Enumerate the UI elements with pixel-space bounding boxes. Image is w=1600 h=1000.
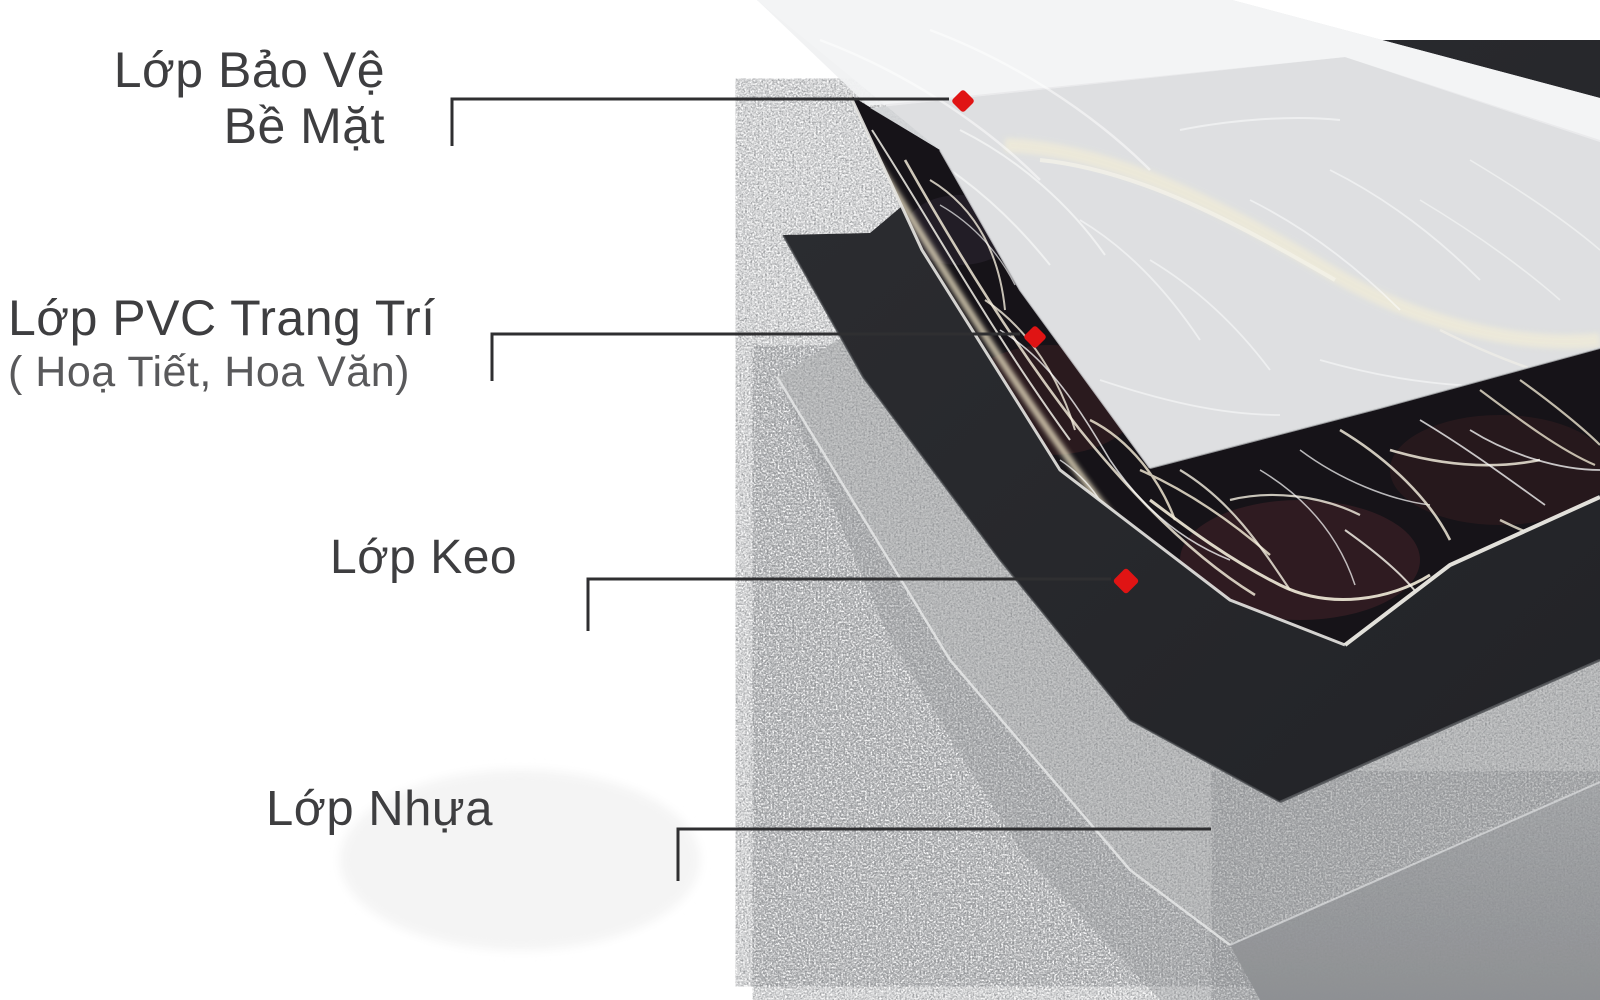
connectors [450, 97, 1211, 881]
glue-front-edge [1279, 658, 1600, 804]
connector-glue [586, 577, 1111, 631]
connector-plastic [676, 827, 1211, 881]
marker-diamond-pvc [1024, 326, 1046, 348]
marble-under-sheet [870, 57, 1600, 468]
connector-protective [450, 97, 949, 146]
marble-edge-texture [850, 110, 1600, 620]
marker-diamond-glue [1113, 568, 1139, 594]
protective-layer [757, 0, 1600, 469]
plastic-side-face [777, 377, 1260, 1000]
markers [952, 90, 1139, 594]
label-pvc-layer: Lớp PVC Trang Trí ( Hoạ Tiết, Hoa Văn) [8, 290, 478, 396]
label-protective-line1: Lớp Bảo Vệ [113, 42, 385, 98]
label-glue-line1: Lớp Keo [330, 531, 518, 584]
label-glue-layer: Lớp Keo [330, 531, 517, 585]
paper-smudge [340, 770, 700, 950]
marble-front-silver-edge [1343, 495, 1600, 647]
label-pvc-line2: ( Hoạ Tiết, Hoa Văn) [8, 348, 410, 396]
label-pvc-line1: Lớp PVC Trang Trí [8, 290, 436, 346]
protective-sheet-far-band [757, 0, 1600, 140]
connector-pvc [490, 332, 1020, 381]
label-plastic-line1: Lớp Nhựa [266, 782, 493, 836]
sheet-front-edge [1149, 347, 1600, 469]
sheet-left-edge [939, 149, 1151, 469]
marble-edge-face [850, 95, 1600, 645]
plastic-fold-highlight [775, 376, 1231, 946]
marble-layer-exposed [848, 94, 1600, 647]
label-protective-layer: Lớp Bảo Vệ Bề Mặt [0, 42, 385, 154]
protective-sheet-sheen [757, 0, 1600, 468]
plastic-front-fold [1229, 781, 1600, 946]
marble-bottom-silver-edge [848, 94, 1346, 647]
label-plastic-layer: Lớp Nhựa [266, 782, 493, 837]
glue-left-edge [782, 234, 1281, 803]
plastic-front-face [1230, 782, 1600, 1000]
marker-diamond-protective [952, 90, 974, 112]
label-protective-line2: Bề Mặt [223, 98, 385, 154]
